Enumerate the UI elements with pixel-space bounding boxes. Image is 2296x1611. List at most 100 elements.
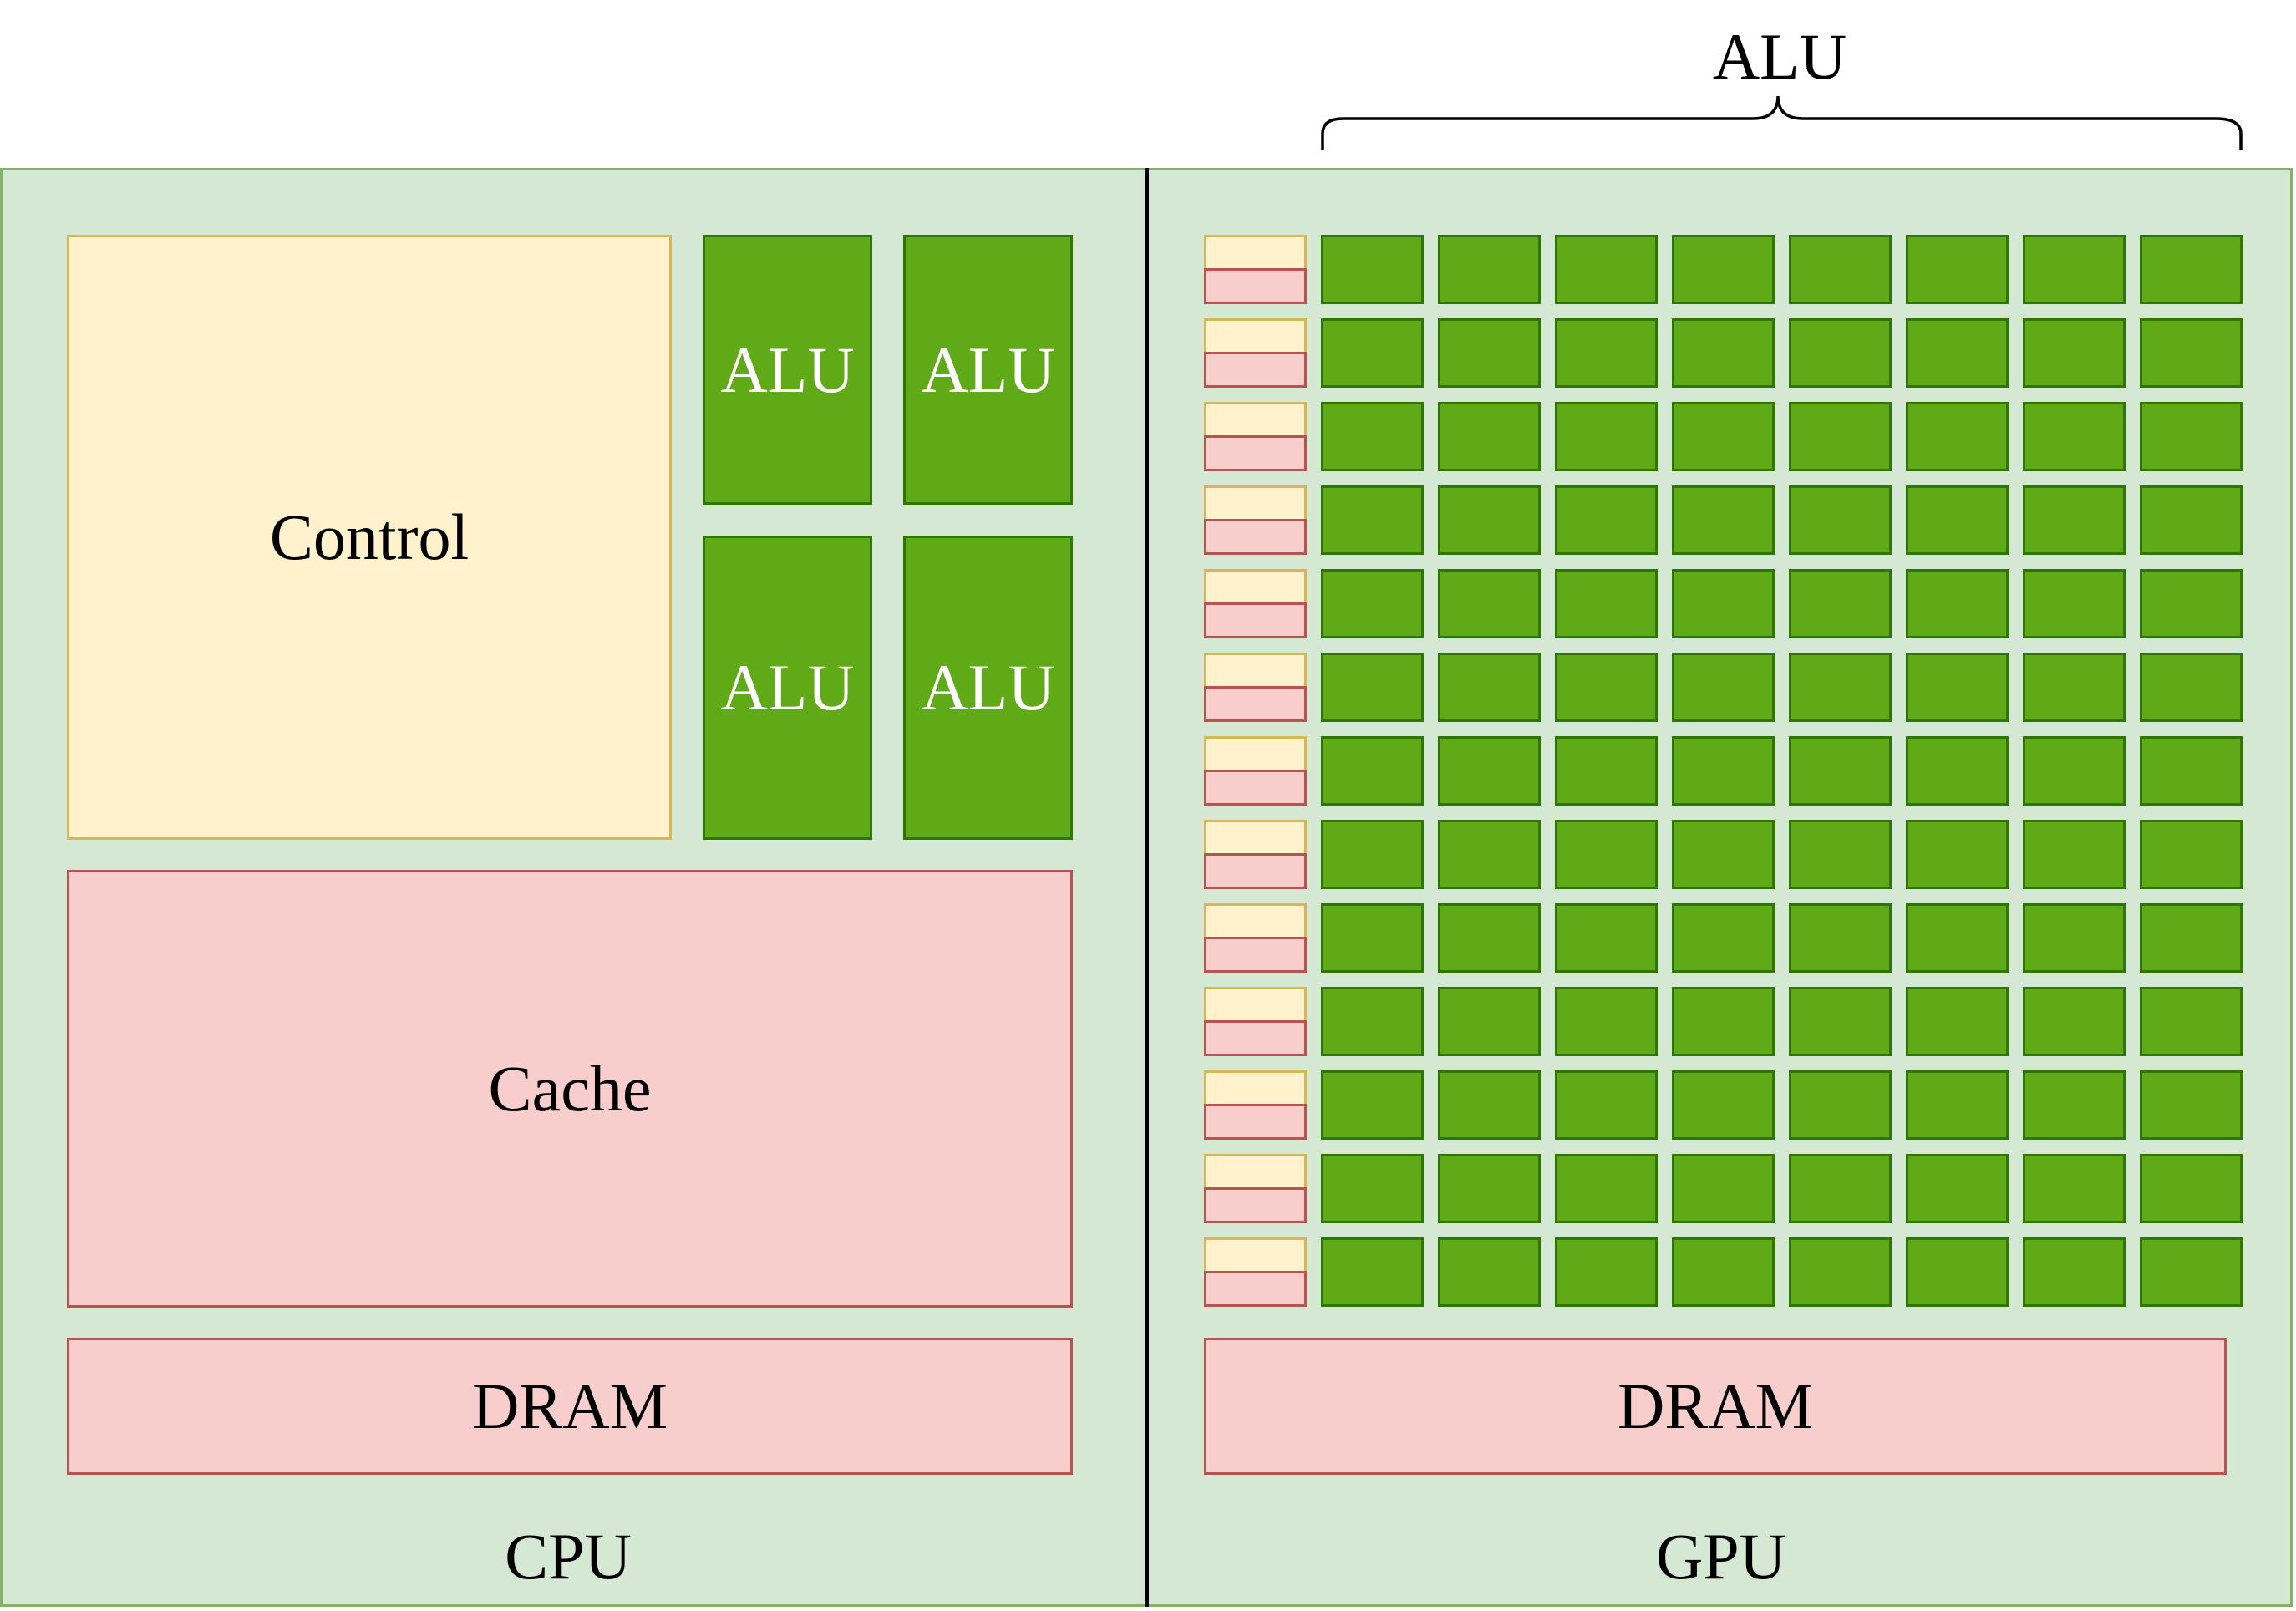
gpu-alu-cell (1555, 402, 1658, 471)
gpu-cache-unit (1204, 1271, 1307, 1307)
gpu-alu-cell (1555, 987, 1658, 1056)
gpu-alu-cell (2140, 653, 2243, 722)
gpu-alu-cell (1789, 903, 1892, 973)
cpu-cache-block: Cache (67, 870, 1073, 1308)
gpu-alu-cell (1789, 820, 1892, 889)
cpu-label: CPU (505, 1520, 632, 1593)
gpu-alu-cell (1789, 736, 1892, 806)
gpu-alu-cell (1906, 1154, 2009, 1223)
gpu-alu-cell (1906, 653, 2009, 722)
gpu-alu-cell (2023, 569, 2126, 638)
gpu-control-unit (1204, 1070, 1307, 1106)
gpu-alu-cell (1321, 1070, 1424, 1140)
gpu-alu-cell (1906, 736, 2009, 806)
gpu-alu-cell (2140, 903, 2243, 973)
gpu-cache-unit (1204, 268, 1307, 304)
gpu-alu-cell (1555, 736, 1658, 806)
gpu-alu-cell (1321, 318, 1424, 388)
gpu-control-unit (1204, 1154, 1307, 1190)
gpu-alu-cell (1789, 485, 1892, 555)
gpu-alu-cell (1789, 402, 1892, 471)
gpu-alu-cell (1438, 987, 1541, 1056)
gpu-control-unit (1204, 653, 1307, 689)
gpu-alu-cell (2023, 820, 2126, 889)
gpu-alu-cell (1438, 1237, 1541, 1307)
gpu-cache-unit (1204, 1020, 1307, 1056)
gpu-alu-cell (1789, 1070, 1892, 1140)
gpu-cache-unit (1204, 853, 1307, 889)
gpu-alu-cell (1438, 569, 1541, 638)
gpu-alu-cell (1321, 736, 1424, 806)
cpu-alu-1: ALU (703, 235, 872, 505)
gpu-cache-unit (1204, 770, 1307, 806)
gpu-alu-cell (2140, 235, 2243, 304)
gpu-control-unit (1204, 987, 1307, 1023)
cpu-alu-3: ALU (703, 536, 872, 840)
gpu-alu-cell (1672, 1237, 1775, 1307)
gpu-cache-unit (1204, 352, 1307, 388)
gpu-alu-brace (1321, 95, 2243, 150)
gpu-alu-cell (2023, 485, 2126, 555)
gpu-alu-cell (1789, 318, 1892, 388)
gpu-alu-cell (2023, 653, 2126, 722)
gpu-alu-cell (2140, 402, 2243, 471)
gpu-control-unit (1204, 485, 1307, 521)
gpu-alu-cell (1555, 569, 1658, 638)
gpu-control-unit (1204, 235, 1307, 271)
gpu-alu-cell (1789, 653, 1892, 722)
gpu-alu-cell (1906, 903, 2009, 973)
gpu-alu-cell (1906, 318, 2009, 388)
gpu-control-unit (1204, 318, 1307, 354)
gpu-alu-cell (1321, 402, 1424, 471)
gpu-alu-cell (1555, 1237, 1658, 1307)
gpu-alu-brace-label: ALU (1712, 20, 1847, 93)
gpu-alu-cell (1789, 987, 1892, 1056)
gpu-cache-unit (1204, 1104, 1307, 1140)
gpu-cache-unit (1204, 435, 1307, 471)
gpu-alu-cell (2023, 1154, 2126, 1223)
gpu-alu-cell (2023, 1237, 2126, 1307)
gpu-alu-cell (1672, 485, 1775, 555)
gpu-control-unit (1204, 903, 1307, 939)
gpu-cache-unit (1204, 686, 1307, 722)
gpu-alu-cell (2140, 318, 2243, 388)
gpu-alu-cell (1555, 820, 1658, 889)
gpu-alu-cell (1672, 820, 1775, 889)
gpu-alu-cell (1438, 736, 1541, 806)
gpu-alu-cell (1672, 987, 1775, 1056)
gpu-alu-cell (1555, 318, 1658, 388)
gpu-alu-cell (1789, 1237, 1892, 1307)
gpu-alu-cell (1438, 318, 1541, 388)
gpu-alu-cell (2140, 987, 2243, 1056)
gpu-alu-cell (1672, 569, 1775, 638)
gpu-cache-unit (1204, 937, 1307, 973)
gpu-alu-cell (1789, 1154, 1892, 1223)
gpu-alu-cell (1789, 235, 1892, 304)
gpu-alu-cell (1555, 1154, 1658, 1223)
gpu-alu-cell (2140, 820, 2243, 889)
gpu-alu-cell (1438, 485, 1541, 555)
gpu-alu-cell (2023, 903, 2126, 973)
gpu-alu-cell (2140, 1237, 2243, 1307)
gpu-alu-cell (1906, 235, 2009, 304)
gpu-alu-cell (1438, 235, 1541, 304)
gpu-alu-cell (2023, 987, 2126, 1056)
gpu-alu-cell (2023, 736, 2126, 806)
gpu-alu-cell (1438, 402, 1541, 471)
gpu-alu-cell (2140, 569, 2243, 638)
gpu-alu-cell (1438, 820, 1541, 889)
gpu-alu-cell (1321, 235, 1424, 304)
gpu-alu-cell (1321, 903, 1424, 973)
gpu-cache-unit (1204, 1187, 1307, 1223)
gpu-alu-cell (1672, 736, 1775, 806)
gpu-alu-cell (2140, 1070, 2243, 1140)
gpu-alu-cell (1906, 820, 2009, 889)
gpu-alu-cell (1906, 987, 2009, 1056)
gpu-control-unit (1204, 402, 1307, 438)
gpu-alu-cell (2140, 485, 2243, 555)
cpu-alu-4: ALU (903, 536, 1073, 840)
gpu-alu-cell (1906, 1070, 2009, 1140)
gpu-alu-cell (1672, 318, 1775, 388)
cpu-dram-block: DRAM (67, 1338, 1073, 1475)
cpu-control-block: Control (67, 235, 672, 840)
